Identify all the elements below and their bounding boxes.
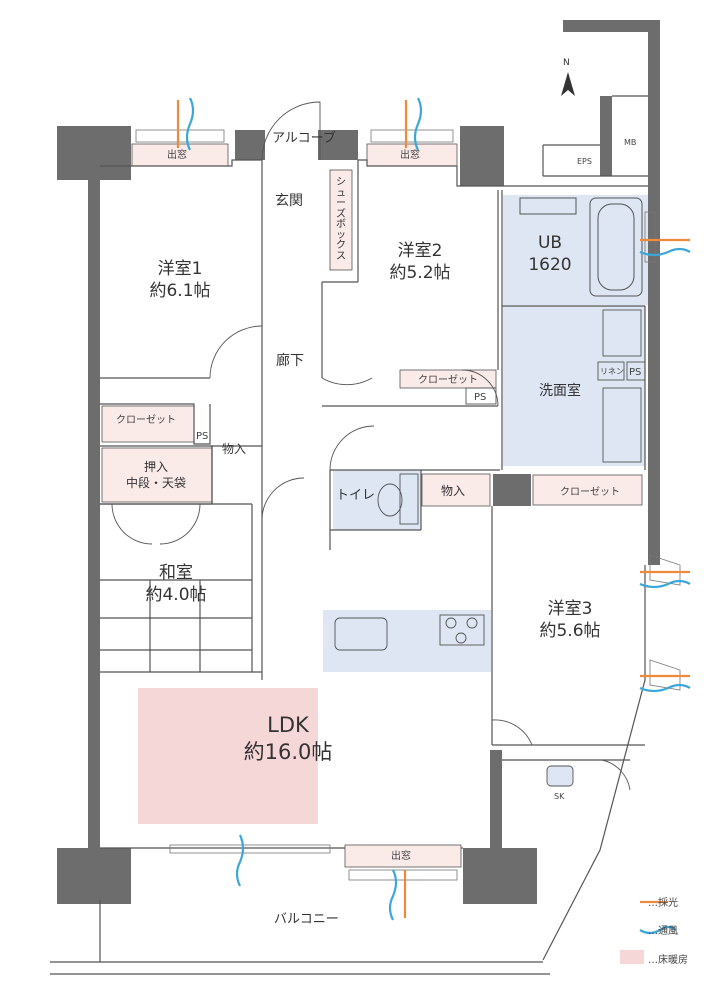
sk-sink [546, 765, 574, 787]
label-sk: SK [554, 792, 565, 801]
toilet-area [333, 470, 421, 530]
room-yoshitsu1-area: 約6.1帖 [149, 281, 211, 302]
wind-arrows [185, 97, 691, 935]
room-yoshitsu2: 洋室2 約5.2帖 [370, 240, 470, 284]
structural-walls [57, 20, 660, 904]
label-genkan: 玄関 [275, 193, 303, 209]
label-ps-1: PS [196, 431, 209, 442]
kitchen-area [323, 610, 491, 672]
label-alcove: アルコーブ [272, 131, 336, 146]
light-arrows [176, 100, 690, 918]
room-washitsu: 和室 約4.0帖 [126, 562, 226, 606]
room-ldk: LDK 約16.0帖 [228, 712, 348, 767]
toilet-fixture [377, 473, 419, 525]
bathtub [519, 197, 643, 297]
compass-icon [561, 72, 575, 96]
label-rouka: 廊下 [276, 353, 304, 369]
door-swings [111, 101, 631, 791]
legend-floor-heating-swatch [620, 950, 644, 964]
label-demado-3: 出窓 [391, 851, 411, 862]
closet-box-3 [532, 474, 643, 506]
room-ldk-area: 約16.0帖 [243, 740, 333, 765]
label-monoire-1: 物入 [222, 442, 247, 456]
room-yoshitsu3-area: 約5.6帖 [539, 621, 601, 642]
room-yoshitsu2-name: 洋室2 [397, 241, 443, 261]
room-senmen: 洗面室 [539, 383, 581, 399]
closet-box-1 [101, 405, 195, 443]
shoes-box [329, 169, 353, 271]
room-yoshitsu3-name: 洋室3 [547, 599, 593, 619]
label-linen: リネン [600, 367, 624, 376]
label-ps-2: PS [474, 392, 487, 403]
label-balcony: バルコニー [274, 912, 339, 927]
room-yoshitsu1-name: 洋室1 [157, 259, 203, 279]
label-eps: EPS [577, 157, 592, 166]
room-ub-name: UB [537, 233, 563, 253]
legend-tsufu: …通風 [648, 926, 678, 937]
label-closet-1: クローゼット [116, 415, 176, 426]
room-ub: UB 1620 [515, 232, 585, 276]
label-monoire-2: 物入 [441, 484, 466, 498]
demado-box-3 [344, 844, 462, 868]
legend-yukadanbo: …床暖房 [648, 955, 688, 966]
label-closet-2: クローゼット [418, 375, 478, 386]
label-north: N [563, 58, 570, 68]
label-demado-2: 出窓 [400, 150, 420, 161]
label-demado-1: 出窓 [167, 150, 187, 161]
room-yoshitsu1: 洋室1 約6.1帖 [130, 258, 230, 302]
room-yoshitsu3: 洋室3 約5.6帖 [520, 598, 620, 642]
label-oshiire-line2: 中段・天袋 [125, 475, 186, 490]
label-oshiire-line1: 押入 [143, 460, 168, 474]
room-washitsu-name: 和室 [159, 563, 193, 583]
label-toilet: トイレ [336, 488, 376, 503]
interior-walls [50, 95, 648, 975]
label-closet-3: クローゼット [560, 487, 620, 498]
room-yoshitsu2-area: 約5.2帖 [389, 263, 451, 284]
label-shoes-box: シューズボックス [336, 177, 346, 262]
label-oshiire: 押入 中段・天袋 [118, 460, 194, 491]
kitchen-fixtures [334, 614, 485, 651]
washbasin [465, 309, 646, 463]
monoire-box-2 [421, 473, 491, 507]
room-washitsu-area: 約4.0帖 [145, 585, 207, 606]
washroom-area [503, 306, 645, 466]
label-mb: MB [624, 138, 637, 147]
legend-saiko: …採光 [648, 898, 678, 909]
room-ldk-name: LDK [267, 713, 309, 737]
oshiire-box [101, 447, 213, 503]
window-sills [135, 129, 681, 881]
closet-box-2 [399, 369, 497, 389]
label-ps-3: PS [629, 367, 642, 378]
room-ub-size: 1620 [528, 255, 572, 276]
floor-heating-area [138, 688, 318, 824]
